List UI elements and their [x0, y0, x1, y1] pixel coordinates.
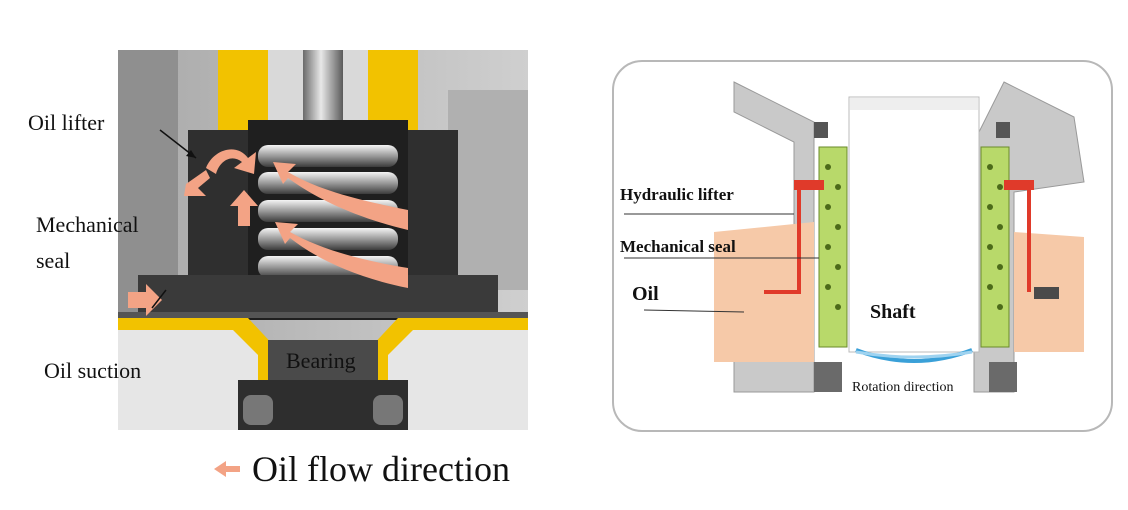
legend: Oil flow direction: [212, 448, 510, 490]
cross-section-diagram: [624, 81, 1085, 393]
arrow-left-icon: [214, 461, 240, 477]
shaft-label: Shaft: [870, 301, 916, 323]
oil-lifter-label: Oil lifter: [28, 110, 105, 135]
legend-text: Oil flow direction: [252, 449, 510, 489]
mechanical-seal-label-line2: seal: [36, 248, 71, 273]
mechanical-seal-label-line1: Mechanical: [36, 212, 139, 237]
cross-section-panel: [612, 60, 1113, 432]
hydraulic-lifter-label: Hydraulic lifter: [620, 185, 734, 204]
oil-label: Oil: [632, 283, 659, 305]
rotation-direction-label: Rotation direction: [852, 380, 954, 395]
oil-suction-label: Oil suction: [44, 358, 142, 383]
pump-cutaway-image: [118, 50, 528, 430]
bearing-label: Bearing: [286, 348, 356, 373]
mechanical-seal-label-right: Mechanical seal: [620, 237, 736, 256]
pump-cutaway-illustration: [118, 50, 528, 430]
oil-flow-arrows: [128, 149, 408, 316]
